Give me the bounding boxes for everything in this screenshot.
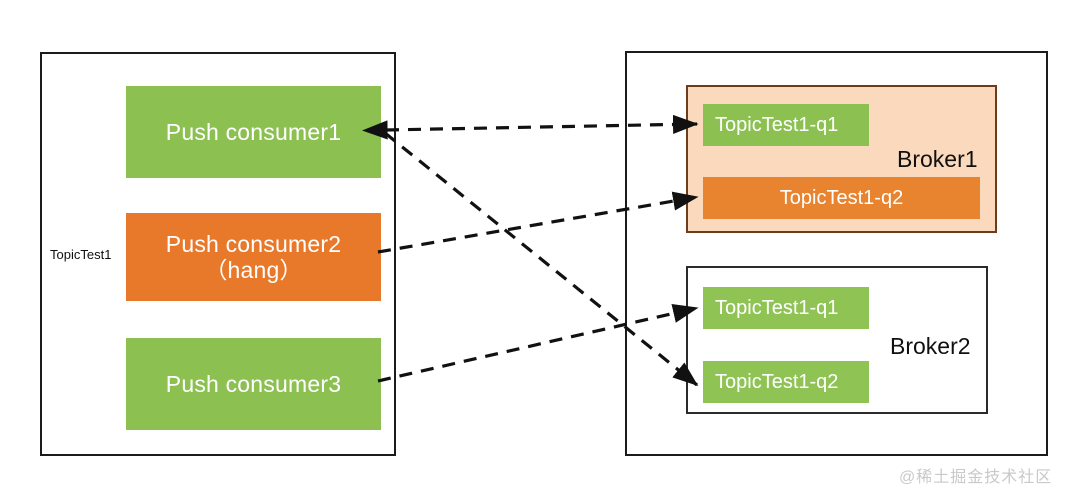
broker2-queue-q1-label: TopicTest1-q1 — [715, 296, 839, 319]
broker2-queue-q1[interactable]: TopicTest1-q1 — [703, 287, 869, 329]
broker1-queue-q1[interactable]: TopicTest1-q1 — [703, 104, 869, 146]
push-consumer2-state-label: （hang） — [204, 257, 303, 283]
push-consumer1-node[interactable]: Push consumer1 — [126, 86, 381, 178]
topic-label: TopicTest1 — [50, 247, 112, 262]
push-consumer3-node[interactable]: Push consumer3 — [126, 338, 381, 430]
push-consumer1-label: Push consumer1 — [165, 118, 342, 145]
broker1-queue-q2-label: TopicTest1-q2 — [779, 186, 904, 209]
broker2-label: Broker2 — [890, 333, 971, 359]
broker1-queue-q2[interactable]: TopicTest1-q2 — [703, 177, 980, 219]
push-consumer2-node[interactable]: Push consumer2 （hang） — [126, 213, 381, 301]
push-consumer3-label: Push consumer3 — [165, 370, 342, 397]
broker2-queue-q2[interactable]: TopicTest1-q2 — [703, 361, 869, 403]
broker1-label: Broker1 — [897, 146, 978, 172]
watermark: @稀土掘金技术社区 — [899, 469, 1053, 486]
broker1-queue-q1-label: TopicTest1-q1 — [715, 113, 839, 136]
broker2-queue-q2-label: TopicTest1-q2 — [715, 370, 839, 393]
push-consumer2-label: Push consumer2 — [165, 230, 342, 257]
